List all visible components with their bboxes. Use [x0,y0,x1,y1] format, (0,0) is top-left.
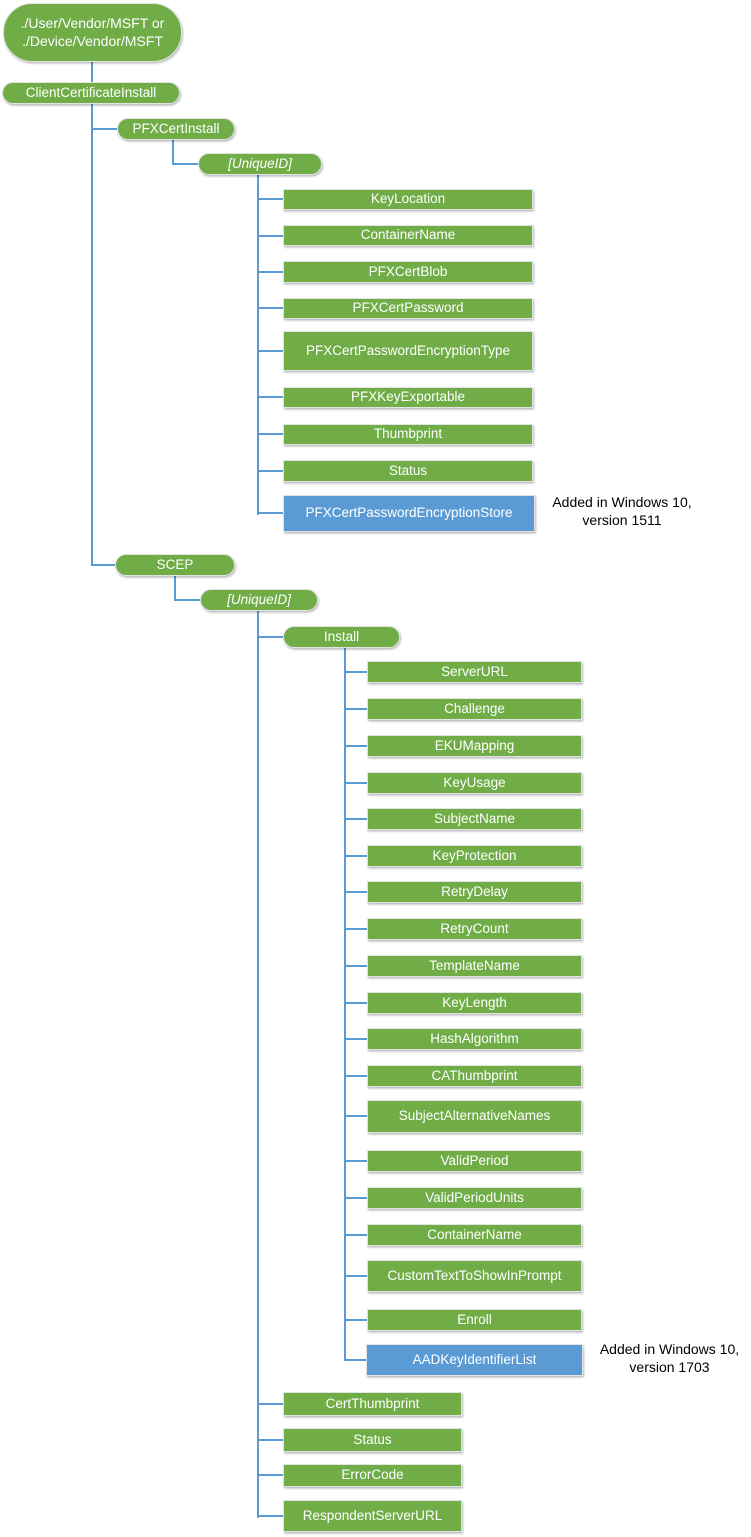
node-pfxcertpasswordencryptionstore: PFXCertPasswordEncryptionStore [283,495,535,532]
annotation-1511: Added in Windows 10, version 1511 [552,494,692,528]
node-cathumbprint: CAThumbprint [367,1065,582,1087]
node-validperiod: ValidPeriod [367,1150,582,1172]
connector-vertical [91,62,93,82]
connector-horizontal [175,599,200,601]
connector-horizontal [345,1319,367,1321]
connector-horizontal [173,163,198,165]
node-subjectalternativenames: SubjectAlternativeNames [367,1100,582,1133]
node-respondentserverurl: RespondentServerURL [283,1500,462,1532]
connector-vertical [91,103,93,566]
connector-vertical [344,648,346,1361]
node-challenge: Challenge [367,698,582,720]
connector-horizontal [345,1197,367,1199]
node-install: Install [283,626,400,648]
connector-horizontal [345,1234,367,1236]
node-keyprotection: KeyProtection [367,845,582,867]
connector-horizontal [345,855,367,857]
connector-horizontal [258,271,283,273]
connector-horizontal [92,128,117,130]
node-status-scep: Status [283,1428,462,1452]
connector-horizontal [258,1403,283,1405]
node-keyusage: KeyUsage [367,772,582,794]
node-retrycount: RetryCount [367,918,582,940]
connector-horizontal [258,1474,283,1476]
node-pfxkeyexportable: PFXKeyExportable [283,387,533,408]
node-validperiodunits: ValidPeriodUnits [367,1187,582,1209]
node-errorcode: ErrorCode [283,1464,462,1487]
node-root: ./User/Vendor/MSFT or ./Device/Vendor/MS… [3,3,182,62]
connector-vertical [257,175,259,515]
connector-vertical [257,611,259,1518]
connector-horizontal [345,745,367,747]
connector-horizontal [345,1002,367,1004]
node-retrydelay: RetryDelay [367,881,582,903]
connector-horizontal [345,1160,367,1162]
node-containername-pfx: ContainerName [283,225,533,246]
node-uniqueid-scep: [UniqueID] [200,589,318,611]
node-thumbprint: Thumbprint [283,424,533,445]
connector-horizontal [258,235,283,237]
node-customtexttoshowinprompt: CustomTextToShowInPrompt [367,1260,582,1292]
node-clientcertificateinstall: ClientCertificateInstall [2,82,180,104]
connector-horizontal [345,1275,367,1277]
node-pfxcertinstall: PFXCertInstall [117,118,235,140]
node-templatename: TemplateName [367,955,582,977]
node-ekumapping: EKUMapping [367,735,582,757]
node-aadkeyidentifierlist: AADKeyIdentifierList [366,1344,583,1376]
node-hashalgorithm: HashAlgorithm [367,1028,582,1050]
node-pfxcertpasswordencryptiontype: PFXCertPasswordEncryptionType [283,331,533,371]
connector-horizontal [345,891,367,893]
connector-horizontal [92,564,115,566]
connector-horizontal [345,1115,367,1117]
node-enroll: Enroll [367,1309,582,1331]
connector-horizontal [258,307,283,309]
node-keylocation: KeyLocation [283,189,533,210]
connector-horizontal [345,1359,367,1361]
connector-horizontal [258,1439,283,1441]
node-containername-scep: ContainerName [367,1224,582,1246]
connector-vertical [174,576,176,601]
connector-horizontal [345,1038,367,1040]
connector-horizontal [258,433,283,435]
connector-horizontal [345,671,367,673]
connector-vertical [172,140,174,165]
node-status-pfx: Status [283,460,533,482]
connector-horizontal [345,818,367,820]
connector-horizontal [345,928,367,930]
connector-horizontal [345,708,367,710]
connector-horizontal [258,198,283,200]
connector-horizontal [258,1515,283,1517]
node-scep: SCEP [115,554,235,576]
node-pfxcertblob: PFXCertBlob [283,261,533,283]
annotation-1703: Added in Windows 10, version 1703 [599,1341,740,1375]
connector-horizontal [345,782,367,784]
connector-horizontal [345,965,367,967]
connector-horizontal [258,396,283,398]
node-uniqueid-pfx: [UniqueID] [198,153,322,175]
node-subjectname: SubjectName [367,808,582,830]
node-pfxcertpassword: PFXCertPassword [283,298,533,319]
connector-horizontal [258,470,283,472]
node-keylength: KeyLength [367,992,582,1014]
connector-horizontal [258,512,283,514]
connector-horizontal [258,636,283,638]
connector-horizontal [345,1075,367,1077]
connector-horizontal [258,350,283,352]
node-serverurl: ServerURL [367,661,582,683]
node-certthumbprint: CertThumbprint [283,1392,462,1416]
